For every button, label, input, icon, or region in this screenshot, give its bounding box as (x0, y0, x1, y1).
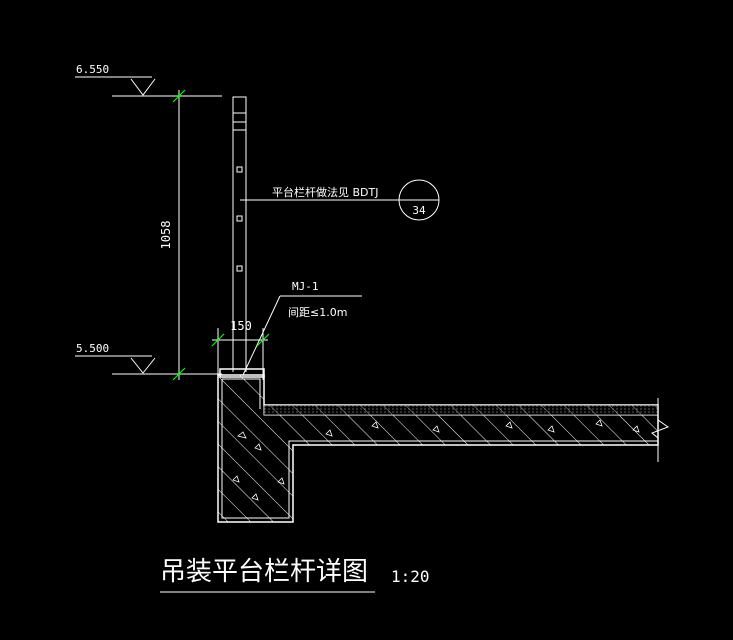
embed-spacing-text: 间距≤1.0m (288, 306, 347, 319)
drawing-scale: 1:20 (391, 567, 430, 586)
concrete-section (217, 374, 659, 523)
railing-post (232, 96, 247, 372)
level-bottom-label: 5.500 (76, 342, 109, 355)
aggregate-marks (232, 419, 640, 501)
level-top-label: 6.550 (76, 63, 109, 76)
width-dimension-label: 150 (230, 319, 252, 333)
level-marker-top (75, 76, 222, 97)
railing-note-text: 平台栏杆做法见 BDTJ (272, 185, 378, 199)
embed-label: MJ-1 (292, 280, 319, 293)
embed-note-leader (242, 295, 362, 376)
height-dimension-line (172, 89, 186, 381)
concrete-inner-outline (221, 378, 658, 519)
height-dimension-label: 1058 (159, 221, 173, 250)
drawing-title: 吊装平台栏杆详图 (160, 557, 368, 587)
screed-layer-tone (264, 405, 658, 415)
width-dimension-line (211, 328, 270, 380)
break-line (651, 398, 670, 462)
detail-ref-number: 34 (412, 204, 426, 217)
railing-note-leader (240, 179, 440, 221)
level-marker-bottom (75, 355, 222, 375)
